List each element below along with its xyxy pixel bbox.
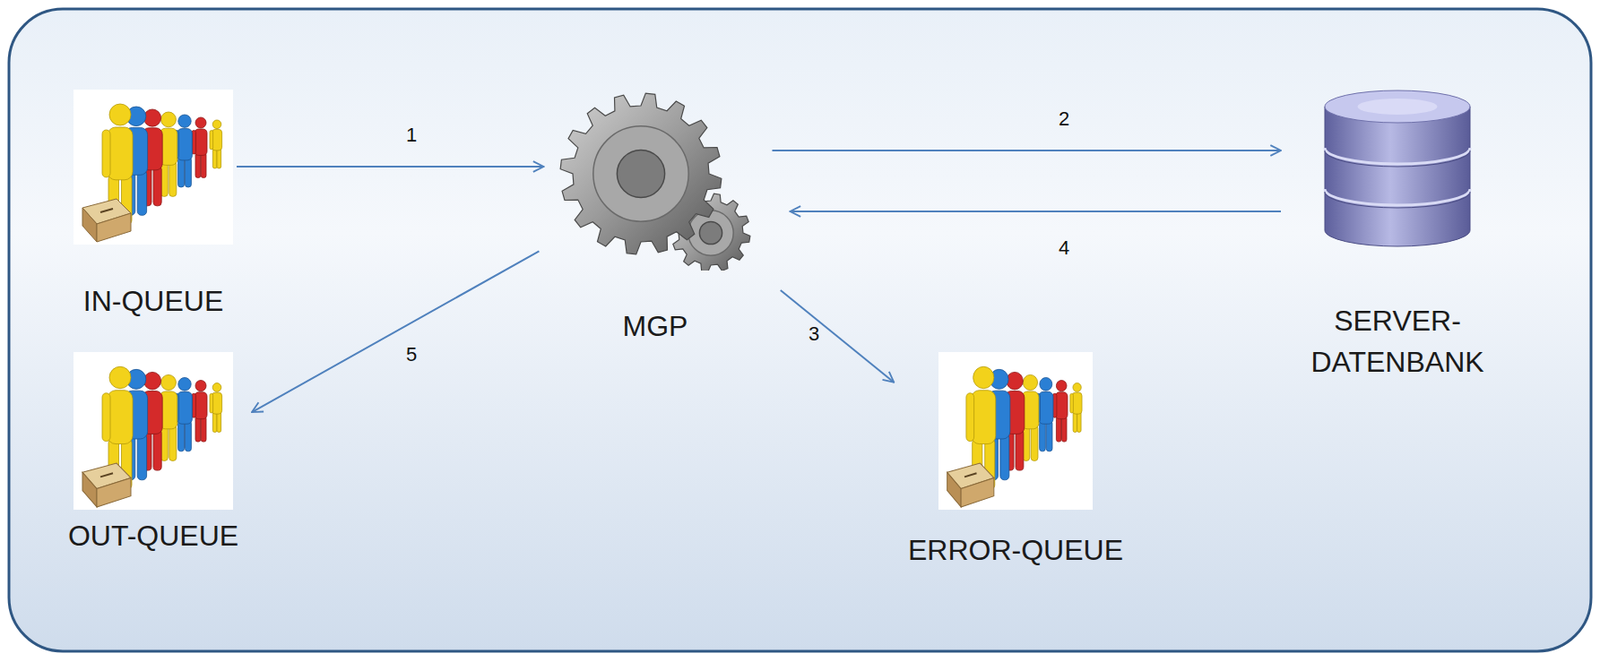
step-number: 5 [406, 343, 417, 367]
panel-frame [8, 8, 1592, 652]
flow-arrow [780, 290, 894, 383]
queue-person [1070, 383, 1082, 433]
queue-icon-node: IN-QUEUE [73, 89, 234, 319]
queue-person [1053, 380, 1068, 443]
queue-illustration [73, 352, 234, 511]
queue-person [191, 380, 208, 443]
gear-illustration [560, 93, 751, 271]
flow-arrow [790, 210, 1282, 213]
queue-illustration [73, 89, 234, 245]
gear [560, 93, 722, 255]
icon-ground [938, 352, 1093, 511]
node-label: ERROR-QUEUE [908, 533, 1124, 568]
queue-person [209, 120, 223, 169]
queue-icon [73, 352, 234, 511]
gear-icon-node: MGP [551, 91, 761, 344]
queue-icon-node: ERROR-QUEUE [900, 352, 1131, 568]
ballot-box [947, 463, 995, 508]
icon-ground [73, 89, 234, 245]
database-icon [1315, 86, 1479, 251]
step-number: 2 [1058, 107, 1070, 131]
queue-icon [73, 89, 234, 245]
ballot-box [82, 463, 131, 508]
queue-person [209, 383, 223, 433]
queue-illustration [938, 352, 1093, 511]
node-label: SERVER- DATENBANK [1303, 300, 1492, 383]
ballot-box [82, 198, 131, 243]
step-number: 1 [406, 123, 417, 148]
queue-icon [938, 352, 1093, 511]
step-number: 3 [808, 322, 820, 346]
gear-icon [551, 91, 761, 271]
node-label: MGP [622, 309, 689, 344]
flow-arrow [251, 250, 539, 413]
icon-ground [73, 352, 234, 511]
node-label: IN-QUEUE [83, 284, 224, 319]
queue-icon-node: OUT-QUEUE [60, 352, 246, 554]
step-number: 4 [1058, 236, 1070, 260]
database-cylinder [1324, 90, 1471, 247]
queue-person [191, 117, 208, 178]
flow-arrow [772, 149, 1282, 152]
node-label: OUT-QUEUE [68, 518, 239, 554]
database-icon-node: SERVER- DATENBANK [1296, 86, 1499, 383]
flow-arrow [236, 165, 545, 168]
